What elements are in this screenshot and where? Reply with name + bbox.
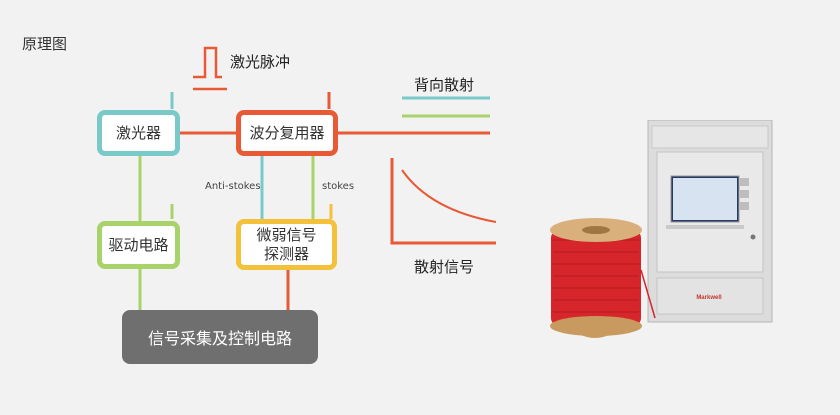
pulse-symbol — [193, 46, 222, 79]
cabinet-brand: Markwell — [696, 295, 722, 301]
cabinet-button-1 — [740, 178, 749, 186]
anti-stokes-label: Anti-stokes — [205, 181, 261, 192]
cabinet-screen-display — [673, 178, 737, 220]
laser-box: 激光器 — [97, 110, 180, 156]
cabinet-lock — [750, 234, 756, 240]
stokes-label: stokes — [322, 181, 355, 192]
page-title: 原理图 — [22, 35, 68, 53]
control-circuit-box: 信号采集及控制电路 — [122, 310, 318, 364]
wdm-box: 波分复用器 — [236, 110, 338, 156]
cabinet-top-panel — [651, 125, 769, 149]
driver-box: 驱动电路 — [97, 221, 180, 269]
reel-hub — [582, 226, 610, 234]
pulse-label: 激光脉冲 — [230, 53, 291, 71]
detector-label: 微弱信号 探测器 — [256, 226, 316, 264]
scatter-signal-label: 散射信号 — [414, 258, 475, 276]
cabinet-button-2 — [740, 190, 749, 198]
cabinet-caption — [666, 225, 744, 229]
reel-cable-wound — [551, 230, 641, 326]
driver-label: 驱动电路 — [108, 235, 169, 254]
backscatter-label: 背向散射 — [414, 76, 475, 94]
laser-label: 激光器 — [115, 123, 161, 142]
cabinet-lower-panel — [656, 277, 764, 315]
scatter-graph-axes — [390, 158, 496, 245]
scatter-decay-curve — [401, 169, 497, 223]
wdm-label: 波分复用器 — [249, 123, 325, 142]
reel-flange-bottom — [550, 316, 642, 336]
detector-label-line2: 探测器 — [263, 244, 309, 263]
detector-box: 微弱信号 探测器 — [236, 219, 337, 270]
cable-lead — [640, 269, 656, 319]
control-circuit-label: 信号采集及控制电路 — [147, 329, 292, 348]
equipment-illustration: Markwell — [550, 120, 773, 338]
detector-label-line1: 微弱信号 — [256, 225, 317, 244]
cabinet-button-3 — [740, 202, 749, 210]
